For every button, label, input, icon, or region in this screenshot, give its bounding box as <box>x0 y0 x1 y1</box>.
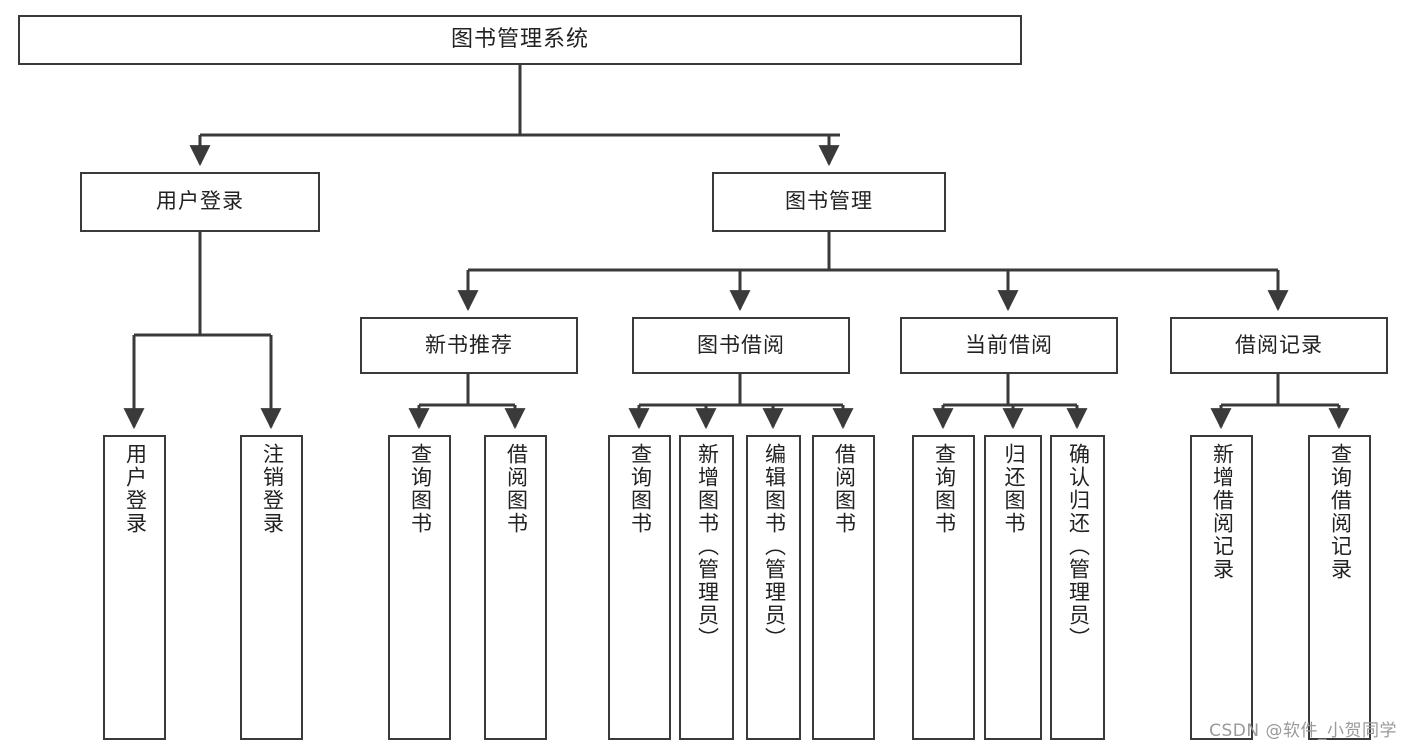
leaf-query-book-1-label: 查询图书 <box>408 443 433 535</box>
leaf-borrow-book-2[interactable]: 借阅图书 <box>812 435 875 740</box>
leaf-logout-login[interactable]: 注销登录 <box>240 435 303 740</box>
node-user-login[interactable]: 用户登录 <box>80 172 320 232</box>
leaf-query-borrow-record-label: 查询借阅记录 <box>1328 443 1353 581</box>
leaf-user-login-label: 用户登录 <box>123 443 148 535</box>
leaf-add-book-admin[interactable]: 新增图书（管理员） <box>679 435 734 740</box>
leaf-query-book-3-label: 查询图书 <box>932 443 957 535</box>
leaf-add-borrow-record[interactable]: 新增借阅记录 <box>1190 435 1253 740</box>
leaf-confirm-return-admin[interactable]: 确认归还（管理员） <box>1050 435 1105 740</box>
node-new-book-recommend-label: 新书推荐 <box>425 332 513 357</box>
leaf-logout-login-label: 注销登录 <box>260 443 285 535</box>
leaf-user-login[interactable]: 用户登录 <box>103 435 166 740</box>
node-book-manage[interactable]: 图书管理 <box>712 172 946 232</box>
leaf-return-book-label: 归还图书 <box>1001 443 1026 535</box>
leaf-edit-book-admin[interactable]: 编辑图书（管理员） <box>746 435 801 740</box>
node-root-label: 图书管理系统 <box>450 26 589 52</box>
leaf-edit-book-admin-label: 编辑图书（管理员） <box>762 443 787 650</box>
node-borrow-record-label: 借阅记录 <box>1235 332 1323 357</box>
node-current-borrow[interactable]: 当前借阅 <box>900 317 1118 374</box>
leaf-return-book[interactable]: 归还图书 <box>984 435 1042 740</box>
leaf-borrow-book-1[interactable]: 借阅图书 <box>484 435 547 740</box>
node-root[interactable]: 图书管理系统 <box>18 15 1022 65</box>
leaf-query-borrow-record[interactable]: 查询借阅记录 <box>1308 435 1371 740</box>
node-book-manage-label: 图书管理 <box>785 189 873 214</box>
leaf-borrow-book-2-label: 借阅图书 <box>832 443 857 535</box>
node-book-borrow[interactable]: 图书借阅 <box>632 317 850 374</box>
leaf-add-book-admin-label: 新增图书（管理员） <box>695 443 720 650</box>
leaf-query-book-2[interactable]: 查询图书 <box>608 435 671 740</box>
leaf-query-book-2-label: 查询图书 <box>628 443 653 535</box>
node-new-book-recommend[interactable]: 新书推荐 <box>360 317 578 374</box>
node-book-borrow-label: 图书借阅 <box>697 332 785 357</box>
node-current-borrow-label: 当前借阅 <box>965 332 1053 357</box>
leaf-borrow-book-1-label: 借阅图书 <box>504 443 529 535</box>
leaf-add-borrow-record-label: 新增借阅记录 <box>1210 443 1235 581</box>
leaf-query-book-1[interactable]: 查询图书 <box>388 435 451 740</box>
leaf-query-book-3[interactable]: 查询图书 <box>912 435 975 740</box>
node-borrow-record[interactable]: 借阅记录 <box>1170 317 1388 374</box>
leaf-confirm-return-admin-label: 确认归还（管理员） <box>1066 443 1091 650</box>
node-user-login-label: 用户登录 <box>156 189 244 214</box>
csdn-watermark: CSDN @软件_小贺同学 <box>1209 721 1397 741</box>
